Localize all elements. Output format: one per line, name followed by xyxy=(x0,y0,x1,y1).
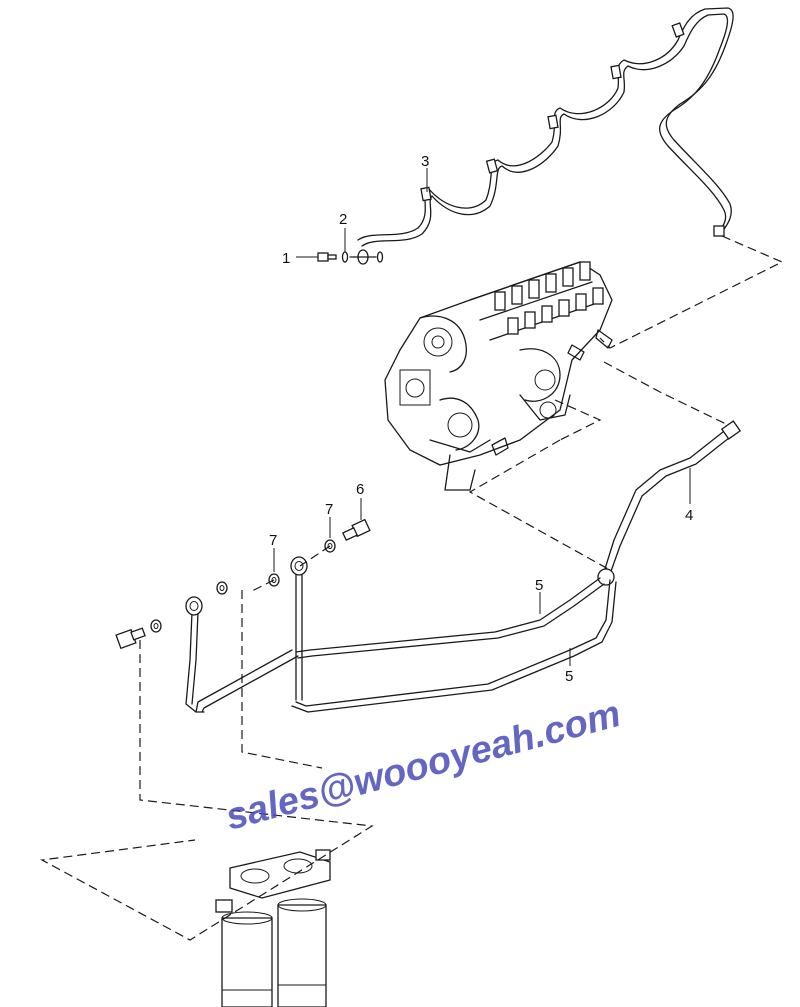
connection-lines xyxy=(40,235,784,941)
part-4-fuel-pipe[interactable] xyxy=(597,420,742,586)
part-label-1: 1 xyxy=(282,250,290,267)
leader-lines xyxy=(273,168,691,666)
watermark-text: sales@woooyeah.com xyxy=(221,693,625,839)
part-label-5-lower: 5 xyxy=(565,668,573,685)
part-1-banjo-bolt[interactable] xyxy=(317,252,337,262)
filter-side-banjo-fitting xyxy=(185,596,203,616)
delivery-valve-holders xyxy=(494,261,604,335)
part-label-2: 2 xyxy=(339,211,347,228)
filter-sealing-washers xyxy=(150,581,228,633)
part-5-upper-fuel-pipe[interactable] xyxy=(185,577,605,713)
fuel-filter-assembly xyxy=(215,849,331,1007)
part-5-lower-fuel-pipe[interactable] xyxy=(290,556,617,713)
part-label-4: 4 xyxy=(685,507,693,524)
injection-pump-assembly xyxy=(384,261,613,491)
part-label-5-upper: 5 xyxy=(535,577,543,594)
part-label-7-upper: 7 xyxy=(325,501,333,518)
part-label-6: 6 xyxy=(356,481,364,498)
banjo-fitting xyxy=(349,249,377,265)
part-3-return-pipe[interactable] xyxy=(357,7,734,247)
part-label-7-lower: 7 xyxy=(269,532,277,549)
part-label-3: 3 xyxy=(421,153,429,170)
part-6-banjo-bolt[interactable] xyxy=(342,518,371,542)
filter-banjo-bolt xyxy=(115,627,146,650)
